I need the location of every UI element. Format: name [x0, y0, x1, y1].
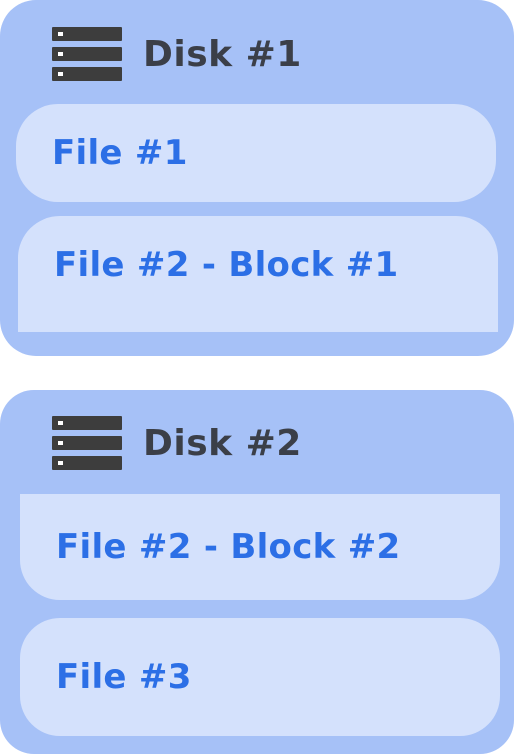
file-2-block-1: File #2 - Block #1: [18, 216, 498, 332]
file-3-label: File #3: [56, 657, 192, 697]
server-icon: [52, 416, 122, 470]
disk-1-label: Disk #1: [143, 34, 302, 75]
disk-1-header: Disk #1: [52, 27, 302, 83]
disk-2-container: Disk #2 File #2 - Block #2 File #3: [0, 390, 514, 754]
disk-2-header: Disk #2: [52, 416, 302, 472]
server-icon: [52, 27, 122, 81]
file-1-block: File #1: [16, 104, 496, 202]
file-2-block-2: File #2 - Block #2: [20, 494, 500, 600]
file-3-block: File #3: [20, 618, 500, 736]
disk-2-label: Disk #2: [143, 423, 302, 464]
disk-1-container: Disk #1 File #1 File #2 - Block #1: [0, 0, 514, 356]
file-2-block-1-label: File #2 - Block #1: [54, 245, 399, 285]
file-1-label: File #1: [52, 133, 188, 173]
file-2-block-2-label: File #2 - Block #2: [56, 527, 401, 567]
